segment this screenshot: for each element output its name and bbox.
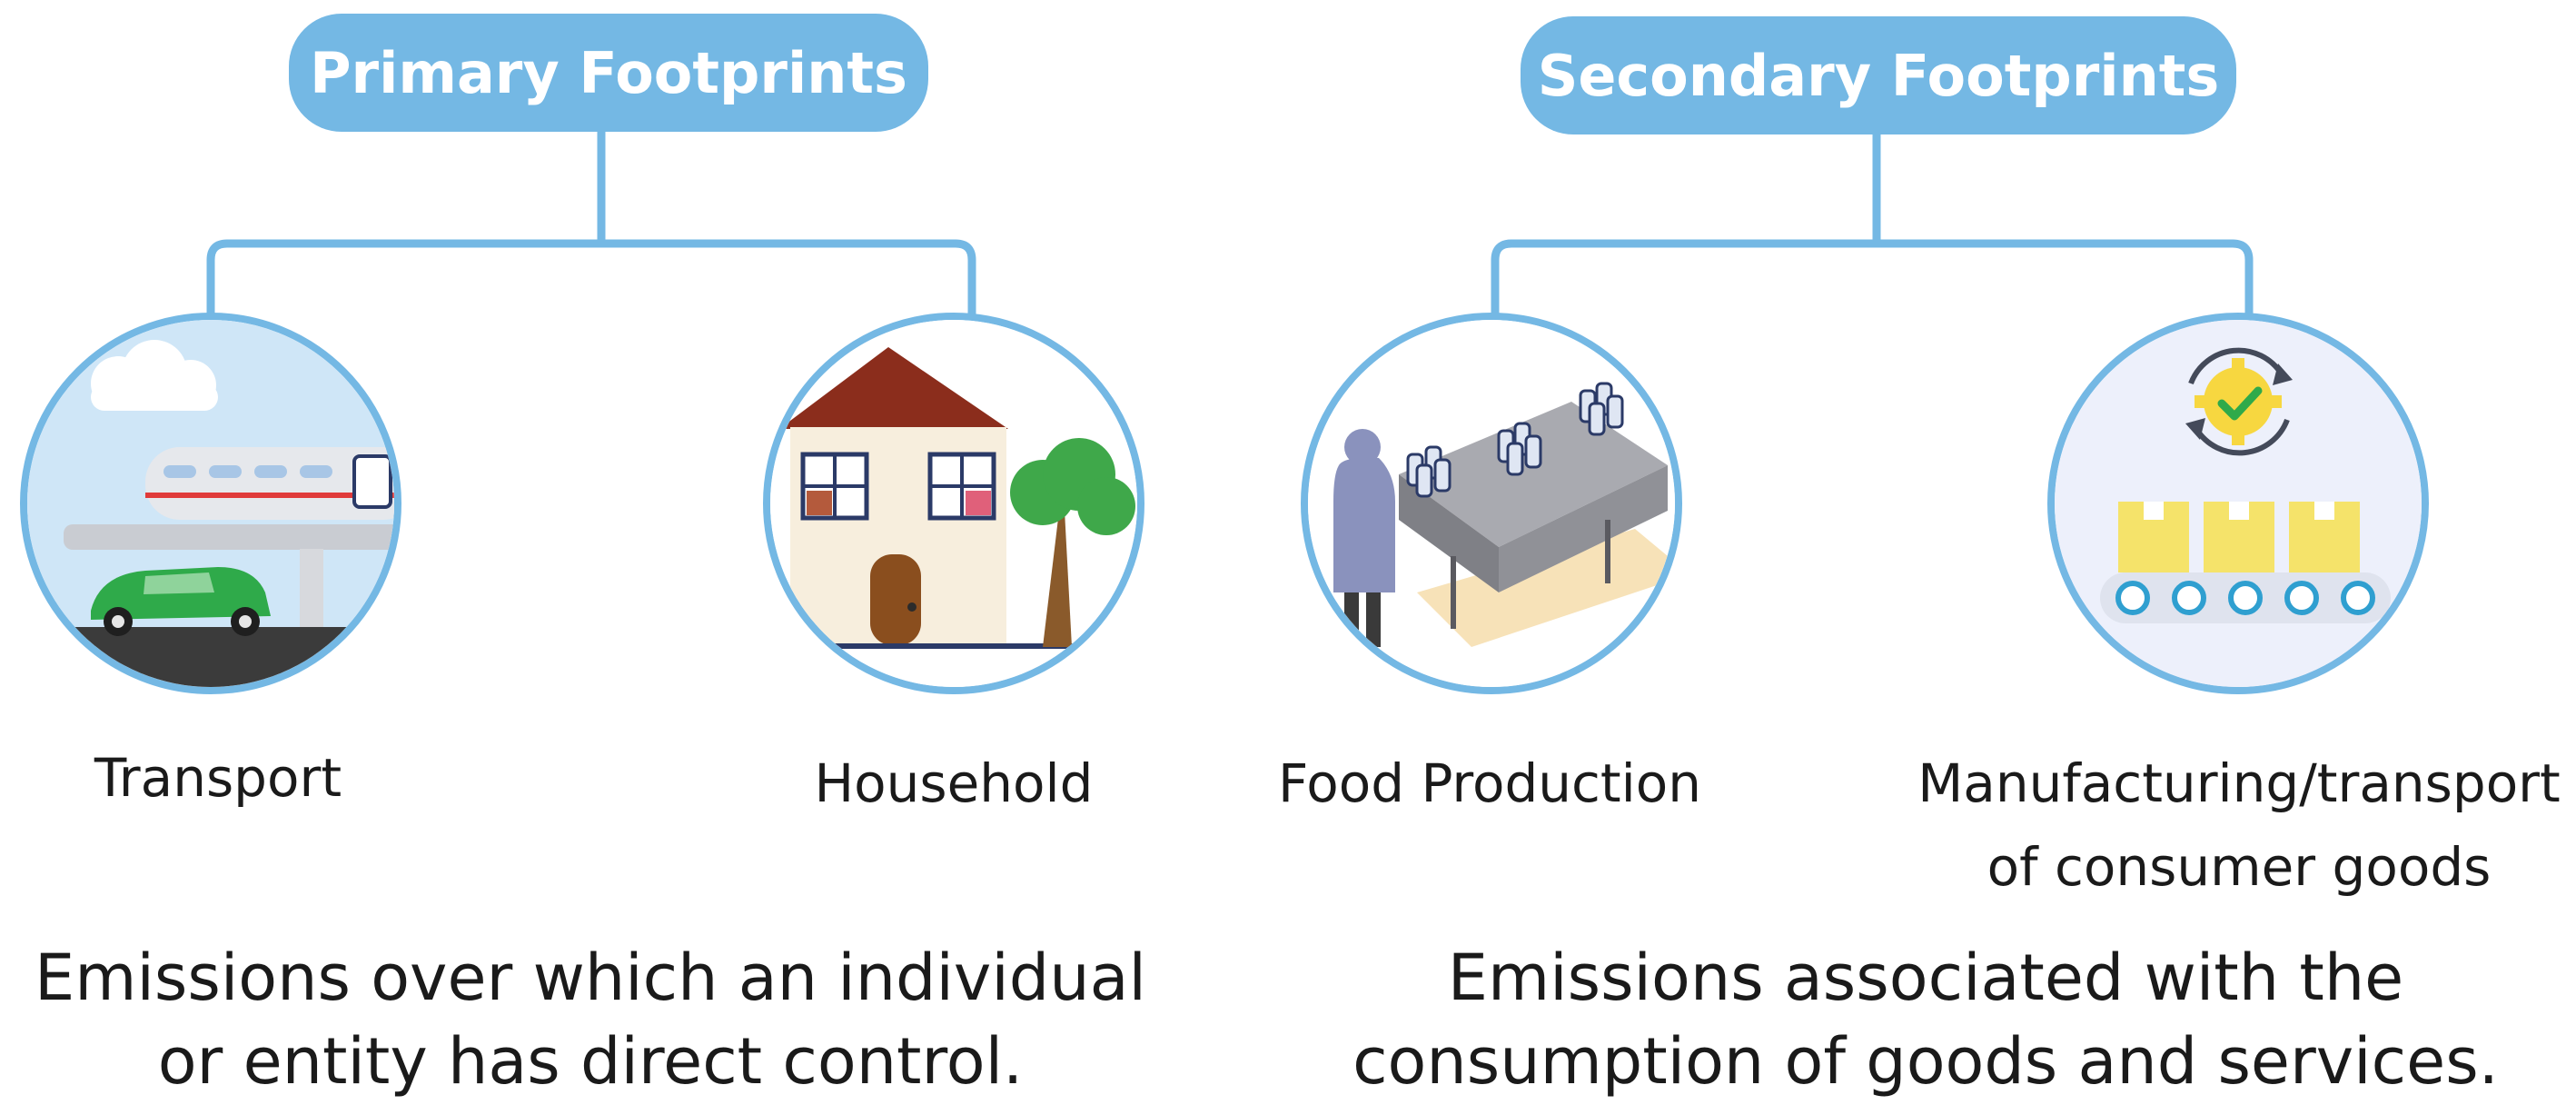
manufacturing-circle (2047, 313, 2429, 694)
food-production-circle (1301, 313, 1682, 694)
manufacturing-label-line-2: of consumer goods (1986, 836, 2492, 898)
secondary-footprints-title: Secondary Footprints (1537, 42, 2220, 109)
primary-footprints-title: Primary Footprints (310, 39, 907, 106)
transport-label: Transport (94, 747, 342, 809)
primary-description-line-2: or entity has direct control. (157, 1024, 1024, 1099)
manufacturing-label-line-1: Manufacturing/transport (1917, 752, 2561, 814)
manufacturing-scene-icon (2055, 320, 2422, 687)
primary-description-line-1: Emissions over which an individual (35, 941, 1146, 1015)
food-production-scene-icon (1308, 320, 1675, 687)
secondary-description-line-1: Emissions associated with the (1447, 941, 2404, 1015)
secondary-description-line-2: consumption of goods and services. (1352, 1024, 2499, 1099)
household-label: Household (814, 752, 1094, 814)
secondary-footprints-header: Secondary Footprints (1521, 16, 2236, 134)
household-circle (763, 313, 1144, 694)
food-production-label: Food Production (1277, 752, 1702, 814)
transport-scene-icon (27, 320, 394, 687)
house-scene-icon (770, 320, 1137, 687)
transport-circle (20, 313, 401, 694)
primary-footprints-header: Primary Footprints (289, 14, 928, 132)
